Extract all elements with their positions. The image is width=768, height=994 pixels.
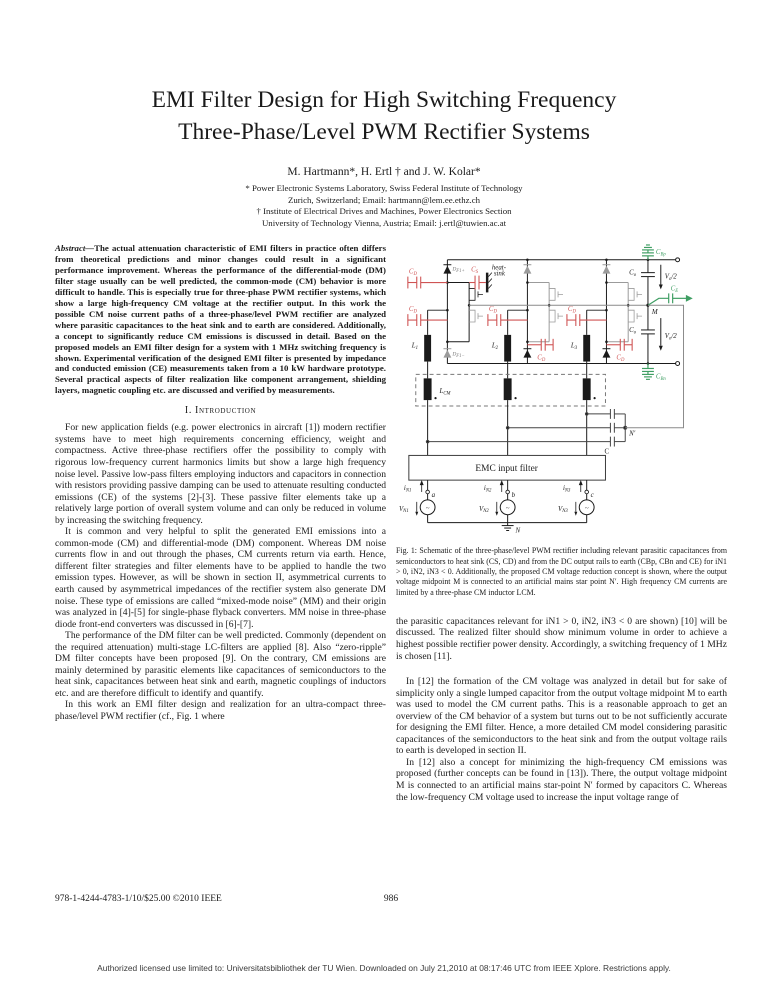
c-label: C [604, 448, 609, 455]
title-line-1: EMI Filter Design for High Switching Fre… [151, 87, 617, 113]
boost-inductor-l2 [504, 334, 512, 362]
copyright-notice: 978-1-4244-4783-1/10/$25.00 ©2010 IEEE [55, 894, 222, 904]
heat-sink-label: sink [494, 271, 506, 278]
intro-paragraph-3: The performance of the DM filter can be … [55, 630, 386, 699]
abstract-text: The actual attenuation characteristic of… [55, 243, 386, 396]
cd-capacitor-leg2-bottom [527, 338, 554, 351]
affiliations: * Power Electronic Systems Laboratory, S… [0, 183, 768, 229]
cbn-label: CBn [656, 373, 667, 381]
heat-sink-bar [485, 272, 493, 293]
mains-sources: iN1 a ~ VN1 iN2 b ~ VN2 [399, 480, 595, 534]
affiliation-line: † Institute of Electrical Drives and Mac… [256, 206, 512, 217]
in2-label: iN2 [484, 485, 492, 493]
cd-capacitor-leg3-bottom [606, 338, 633, 351]
boost-inductor-l1 [424, 334, 432, 362]
co-label: Co [629, 270, 637, 278]
cd-label: CD [489, 306, 498, 314]
rectifier-leg-1: DF1+ DF1− L1 [407, 259, 507, 379]
cbn-capacitor [642, 363, 654, 380]
section-heading-introduction: I. Introduction [184, 405, 257, 417]
dc-output-stage: Co Co M Vo/2 Vo/2 [629, 259, 678, 364]
l3-label: L3 [570, 343, 578, 351]
vo2-label: Vo/2 [665, 333, 678, 341]
dc-rails [447, 257, 681, 367]
mosfet-lower [469, 309, 483, 323]
cs-capacitor [469, 275, 486, 290]
heat-sink-label: heat- [492, 265, 507, 272]
left-column: Abstract—The actual attenuation characte… [55, 243, 386, 723]
rectifier-leg-3: L3 CD CD [566, 259, 643, 379]
midpoint-m-label: M [651, 309, 659, 316]
figure1-caption: Fig. 1: Schematic of the three-phase/lev… [396, 546, 727, 597]
m-to-nprime-link [625, 304, 685, 429]
phase-c-label: c [591, 492, 594, 499]
emc-input-filter-label: EMC input filter [475, 463, 538, 474]
svg-text:~: ~ [506, 505, 510, 512]
paper-title: EMI Filter Design for High Switching Fre… [0, 84, 768, 148]
abstract-lead: Abstract— [55, 243, 95, 253]
in3-label: iN3 [563, 485, 571, 493]
intro-paragraph-2: It is common and very helpful to split t… [55, 526, 386, 630]
phase-a-label: a [432, 492, 436, 499]
cd-capacitor-leg3-mid [566, 314, 607, 326]
df1p-label: DF1+ [451, 267, 464, 274]
cd-label: CD [568, 306, 577, 314]
boost-inductor-l3 [583, 334, 591, 362]
page-number: 986 [383, 894, 399, 904]
title-line-2: Three-Phase/Level PWM Rectifier Systems [178, 119, 590, 145]
cd-label: CD [409, 306, 418, 314]
intro-paragraph-1: For new application fields (e.g. power e… [55, 422, 386, 526]
authors-line: M. Hartmann*, H. Ertl † and J. W. Kolar* [287, 166, 481, 178]
n-label: N [515, 527, 521, 534]
ce-label: CE [671, 285, 679, 293]
cd-capacitor-leg2-mid [487, 314, 528, 326]
right-paragraph-2: In [12] the formation of the CM voltage … [396, 676, 727, 757]
lcm-inductor-block: LCM [415, 373, 606, 407]
affiliation-line: University of Technology Vienna, Austria… [261, 217, 507, 228]
lcm-label: LCM [438, 388, 451, 396]
svg-text:~: ~ [426, 505, 430, 512]
license-footer: Authorized licensed use limited to: Univ… [97, 963, 671, 973]
co-label: Co [629, 327, 637, 335]
l1-label: L1 [411, 343, 418, 351]
mosfet-upper [469, 288, 483, 301]
cd-label: CD [409, 269, 418, 277]
right-paragraph-1: the parasitic capacitances relevant for … [396, 615, 727, 662]
cbp-label: CBp [656, 249, 667, 257]
cd-label: CD [537, 355, 546, 363]
cs-label: CS [471, 267, 479, 275]
vo2-label: Vo/2 [665, 274, 678, 282]
affiliation-line: Zurich, Switzerland; Email: hartmann@lem… [287, 194, 481, 205]
right-paragraph-3: In [12] also a concept for minimizing th… [396, 756, 727, 803]
figure1-schematic: DF1+ DF1− L1 [399, 244, 693, 534]
star-point-capacitors [425, 408, 628, 447]
affiliation-line: * Power Electronic Systems Laboratory, S… [245, 183, 523, 193]
cd-capacitor-leg1-lower [407, 314, 448, 326]
svg-text:~: ~ [585, 505, 589, 512]
in1-label: iN1 [404, 485, 411, 493]
cd-label: CD [616, 355, 625, 363]
rectifier-leg-2: L2 CD CD [487, 259, 563, 379]
df1m-label: DF1− [451, 352, 464, 359]
vn1-label: VN1 [399, 506, 409, 514]
abstract: Abstract—The actual attenuation characte… [55, 243, 386, 396]
n-prime-label: N′ [628, 431, 636, 438]
cd-capacitor-leg1-upper [407, 276, 448, 289]
phase-b-label: b [512, 492, 516, 499]
emc-input-filter-box [408, 454, 606, 481]
vn3-label: VN3 [558, 506, 568, 514]
l2-label: L2 [491, 343, 499, 351]
intro-paragraph-4: In this work an EMI filter design and re… [55, 699, 386, 723]
cbp-capacitor [642, 244, 654, 260]
vn2-label: VN2 [479, 506, 489, 514]
right-column: DF1+ DF1− L1 [396, 243, 727, 803]
ce-capacitor [647, 293, 693, 306]
